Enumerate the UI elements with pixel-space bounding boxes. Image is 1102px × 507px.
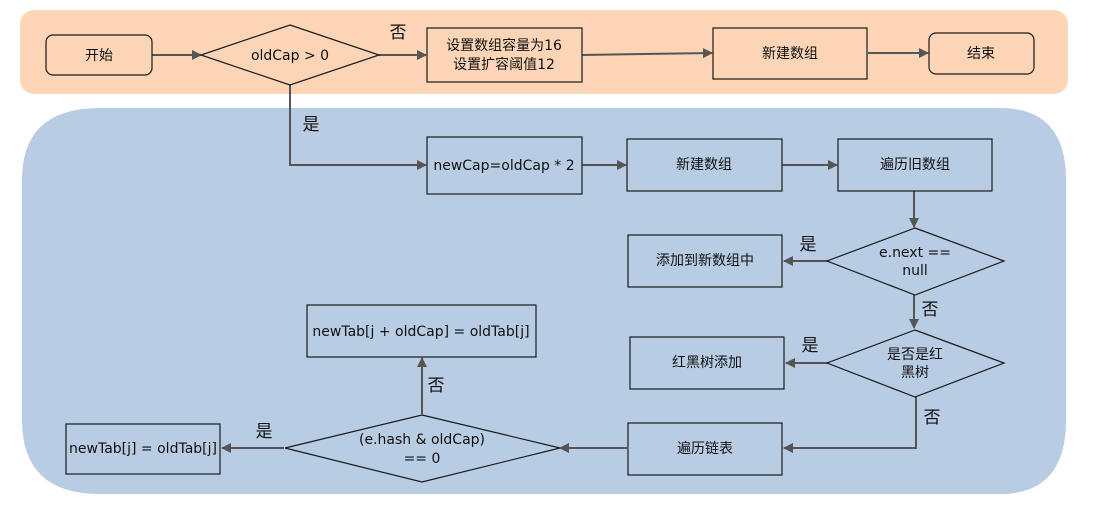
node-end: 结束: [928, 32, 1035, 75]
node-assign-high: newTab[j + oldCap] = oldTab[j]: [306, 304, 537, 358]
node-cond-oldcap-label: oldCap > 0: [251, 48, 329, 64]
node-cond-tree-line1: 是否是红: [887, 347, 943, 363]
node-cond-hash-line1: (e.hash & oldCap): [359, 432, 485, 448]
node-double-cap-label: newCap=oldCap * 2: [433, 158, 574, 174]
node-add-to-new: 添加到新数组中: [627, 234, 783, 288]
node-new-array-top: 新建数组: [712, 27, 868, 80]
label-hash-no: 否: [428, 376, 445, 396]
lane-initialization: [20, 10, 1068, 94]
node-double-cap: newCap=oldCap * 2: [426, 136, 583, 195]
node-new-array-bottom: 新建数组: [626, 138, 783, 192]
label-tree-yes: 是: [802, 336, 819, 356]
node-tree-add: 红黑树添加: [629, 336, 785, 390]
node-iterate-old-label: 遍历旧数组: [880, 157, 950, 173]
node-new-array-bottom-label: 新建数组: [676, 157, 732, 173]
node-set-default-line1: 设置数组容量为16: [446, 37, 562, 54]
edge-cond-yes: [289, 84, 427, 170]
edge-tree-no: [783, 397, 917, 453]
node-cond-next-null: e.next == null: [825, 227, 1006, 296]
label-next-null-yes: 是: [800, 235, 817, 255]
label-oldcap-no: 否: [390, 23, 407, 43]
lane-resize: [22, 108, 1066, 494]
node-iterate-old: 遍历旧数组: [837, 138, 993, 192]
node-assign-low-label: newTab[j] = oldTab[j]: [69, 441, 217, 457]
node-iterate-list: 遍历链表: [627, 422, 783, 476]
node-cond-hash-line2: == 0: [404, 451, 441, 467]
label-oldcap-yes: 是: [303, 115, 320, 135]
node-start-label: 开始: [85, 48, 113, 64]
edge-default-to-new-array: [581, 48, 713, 59]
label-tree-no: 否: [924, 408, 941, 428]
node-tree-add-label: 红黑树添加: [672, 355, 742, 371]
node-iterate-list-label: 遍历链表: [677, 441, 733, 457]
node-add-to-new-label: 添加到新数组中: [656, 253, 754, 269]
node-cond-oldcap: oldCap > 0: [199, 24, 381, 86]
node-cond-next-null-line1: e.next ==: [879, 245, 951, 261]
node-end-label: 结束: [967, 46, 995, 62]
node-set-default: 设置数组容量为16 设置扩容阈值12: [426, 27, 583, 83]
node-assign-low: newTab[j] = oldTab[j]: [65, 423, 221, 475]
node-cond-hash: (e.hash & oldCap) == 0: [284, 414, 561, 483]
label-hash-yes: 是: [256, 422, 273, 442]
node-set-default-line2: 设置扩容阈值12: [453, 56, 555, 73]
node-assign-high-label: newTab[j + oldCap] = oldTab[j]: [312, 324, 529, 340]
node-cond-tree: 是否是红 黑树: [825, 329, 1006, 398]
node-new-array-top-label: 新建数组: [762, 46, 818, 62]
label-next-null-no: 否: [922, 300, 939, 320]
node-start: 开始: [45, 34, 153, 76]
node-cond-tree-line2: 黑树: [901, 365, 929, 381]
node-cond-next-null-line2: null: [902, 263, 928, 279]
